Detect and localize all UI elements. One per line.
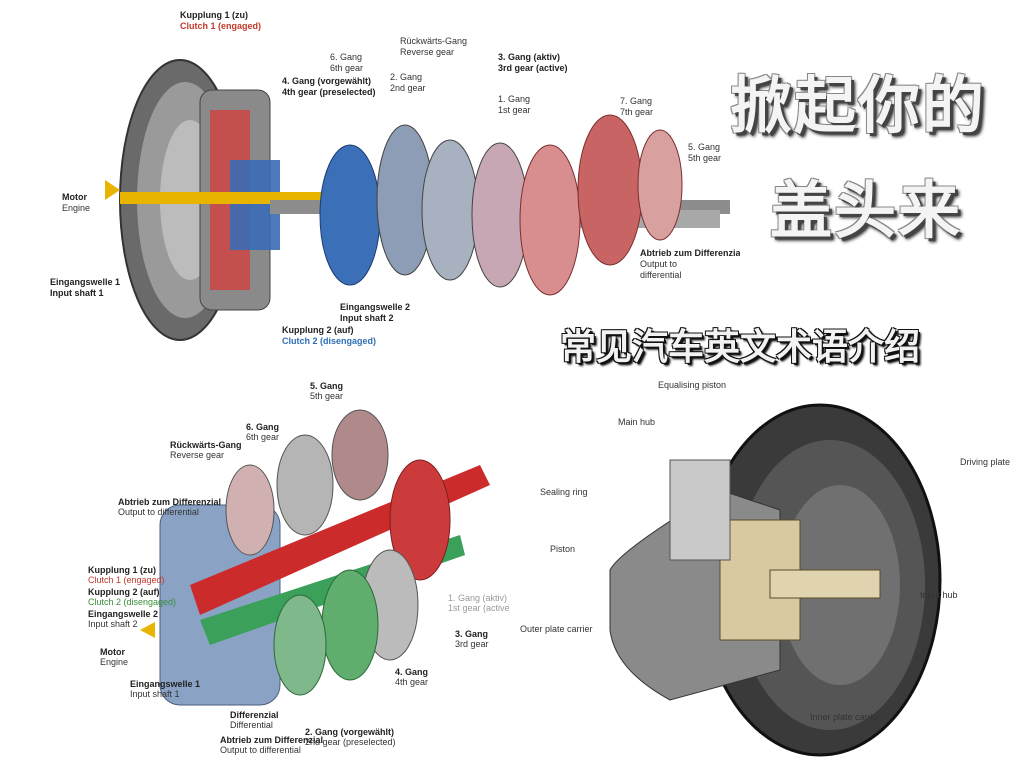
label-clutch2-de: Kupplung 2 (auf) — [282, 325, 354, 335]
label-input2-en: Input shaft 2 — [340, 313, 394, 323]
label-gear3-en: 3rd gear (active) — [498, 63, 568, 73]
label-clutch2-de: Kupplung 2 (auf) — [88, 587, 160, 597]
label-gear3-de: 3. Gang — [455, 629, 488, 639]
label-clutch1-en: Clutch 1 (engaged) — [88, 575, 165, 585]
label-input1-de: Eingangswelle 1 — [130, 679, 200, 689]
gear-6 — [276, 434, 334, 536]
label-gear4-en: 4th gear (preselected) — [282, 87, 376, 97]
gear-2 — [273, 594, 327, 696]
subtitle: 常见汽车英文术语介绍 — [560, 327, 921, 368]
label-gear6-en: 6th gear — [330, 63, 363, 73]
label-gear5-en: 5th gear — [310, 391, 343, 401]
top-gearbox-illustration: Kupplung 1 (zu) Clutch 1 (engaged) 4. Ga… — [50, 10, 740, 346]
label-gear5-en: 5th gear — [688, 153, 721, 163]
label-diff-out2-de: Abtrieb zum Differenzial — [220, 735, 323, 745]
label-motor-en: Engine — [100, 657, 128, 667]
label-gear5-de: 5. Gang — [688, 142, 720, 152]
label-reverse-de: Rückwärts-Gang — [400, 36, 467, 46]
label-inner-plate-carrier: Inner plate carrier — [810, 712, 881, 722]
label-gear4-de: 4. Gang — [395, 667, 428, 677]
label-input1-de: Eingangswelle 1 — [50, 277, 120, 287]
label-diff-out-en: Output to differential — [118, 507, 199, 517]
label-gear6-de: 6. Gang — [330, 52, 362, 62]
label-motor-de: Motor — [62, 192, 87, 202]
label-diff-en1: Output to — [640, 259, 677, 269]
left-gearbox-illustration: 5. Gang 5th gear 6. Gang 6th gear Rückwä… — [88, 381, 510, 755]
label-diff-out2-en: Output to differential — [220, 745, 301, 755]
label-clutch1-de: Kupplung 1 (zu) — [180, 10, 248, 20]
label-gear1-en: 1st gear (active) — [448, 603, 510, 613]
label-equalising-piston: Equalising piston — [658, 380, 726, 390]
label-sealing-ring: Sealing ring — [540, 487, 588, 497]
label-diff-en2: differential — [640, 270, 681, 280]
engine-arrow-icon — [140, 622, 155, 638]
label-gear7-en: 7th gear — [620, 107, 653, 117]
label-gear4-de: 4. Gang (vorgewählt) — [282, 76, 371, 86]
label-gear2-en: 2nd gear — [390, 83, 426, 93]
label-reverse-en: Reverse gear — [170, 450, 224, 460]
gear-7 — [637, 129, 683, 241]
gear-reverse — [225, 464, 275, 556]
label-gear1-de: 1. Gang (aktiv) — [448, 593, 507, 603]
label-input2-de: Eingangswelle 2 — [340, 302, 410, 312]
label-reverse-de: Rückwärts-Gang — [170, 440, 242, 450]
label-outer-plate-carrier: Outer plate carrier — [520, 624, 593, 634]
label-input1-en: Input shaft 1 — [130, 689, 180, 699]
label-driving-plate: Driving plate — [960, 457, 1010, 467]
gear-2 — [421, 139, 479, 281]
gear-1-active — [389, 459, 451, 581]
label-gear7-de: 7. Gang — [620, 96, 652, 106]
label-clutch2-en: Clutch 2 (disengaged) — [88, 597, 176, 607]
gear-4 — [321, 569, 379, 681]
label-piston: Piston — [550, 544, 575, 554]
label-gear1-de: 1. Gang — [498, 94, 530, 104]
label-motor-de: Motor — [100, 647, 125, 657]
right-clutch-diagram: Equalising piston Main hub Driving plate… — [520, 370, 1024, 768]
gear-1 — [519, 144, 581, 296]
label-gear3-en: 3rd gear — [455, 639, 489, 649]
label-input1-en: Input shaft 1 — [50, 288, 104, 298]
title-line2: 盖头来 — [770, 174, 963, 247]
label-diff-de: Abtrieb zum Differenzial — [640, 248, 740, 258]
label-diff-out-de: Abtrieb zum Differenzial — [118, 497, 221, 507]
label-differential-en: Differential — [230, 720, 273, 730]
label-motor-en: Engine — [62, 203, 90, 213]
label-clutch1-de: Kupplung 1 (zu) — [88, 565, 156, 575]
input-hub-shape — [769, 569, 881, 599]
label-gear3-de: 3. Gang (aktiv) — [498, 52, 560, 62]
gear-4-blue — [319, 144, 381, 286]
label-gear4-en: 4th gear — [395, 677, 428, 687]
gear-3-active — [577, 114, 643, 266]
label-input-hub: Input hub — [920, 590, 958, 600]
top-gearbox-diagram: Kupplung 1 (zu) Clutch 1 (engaged) 4. Ga… — [20, 0, 740, 370]
gear-5 — [331, 409, 389, 501]
label-reverse-en: Reverse gear — [400, 47, 454, 57]
label-gear6-en: 6th gear — [246, 432, 279, 442]
label-input2-en: Input shaft 2 — [88, 619, 138, 629]
label-gear2-de: 2. Gang — [390, 72, 422, 82]
right-clutch-illustration: Equalising piston Main hub Driving plate… — [520, 380, 1010, 757]
label-clutch1-en: Clutch 1 (engaged) — [180, 21, 261, 31]
label-gear2-de: 2. Gang (vorgewählt) — [305, 727, 394, 737]
title-line1: 掀起你的 — [730, 69, 987, 142]
label-input2-de: Eingangswelle 2 — [88, 609, 158, 619]
label-clutch2-en: Clutch 2 (disengaged) — [282, 336, 376, 346]
label-gear2-en: 2nd gear (preselected) — [305, 737, 396, 747]
label-differential-de: Differenzial — [230, 710, 279, 720]
label-gear5-de: 5. Gang — [310, 381, 343, 391]
label-gear6-de: 6. Gang — [246, 422, 279, 432]
main-hub-shape — [669, 459, 731, 561]
left-gearbox-diagram: 5. Gang 5th gear 6. Gang 6th gear Rückwä… — [60, 375, 510, 768]
engine-arrow-icon — [105, 180, 120, 200]
label-gear1-en: 1st gear — [498, 105, 531, 115]
label-main-hub: Main hub — [618, 417, 655, 427]
